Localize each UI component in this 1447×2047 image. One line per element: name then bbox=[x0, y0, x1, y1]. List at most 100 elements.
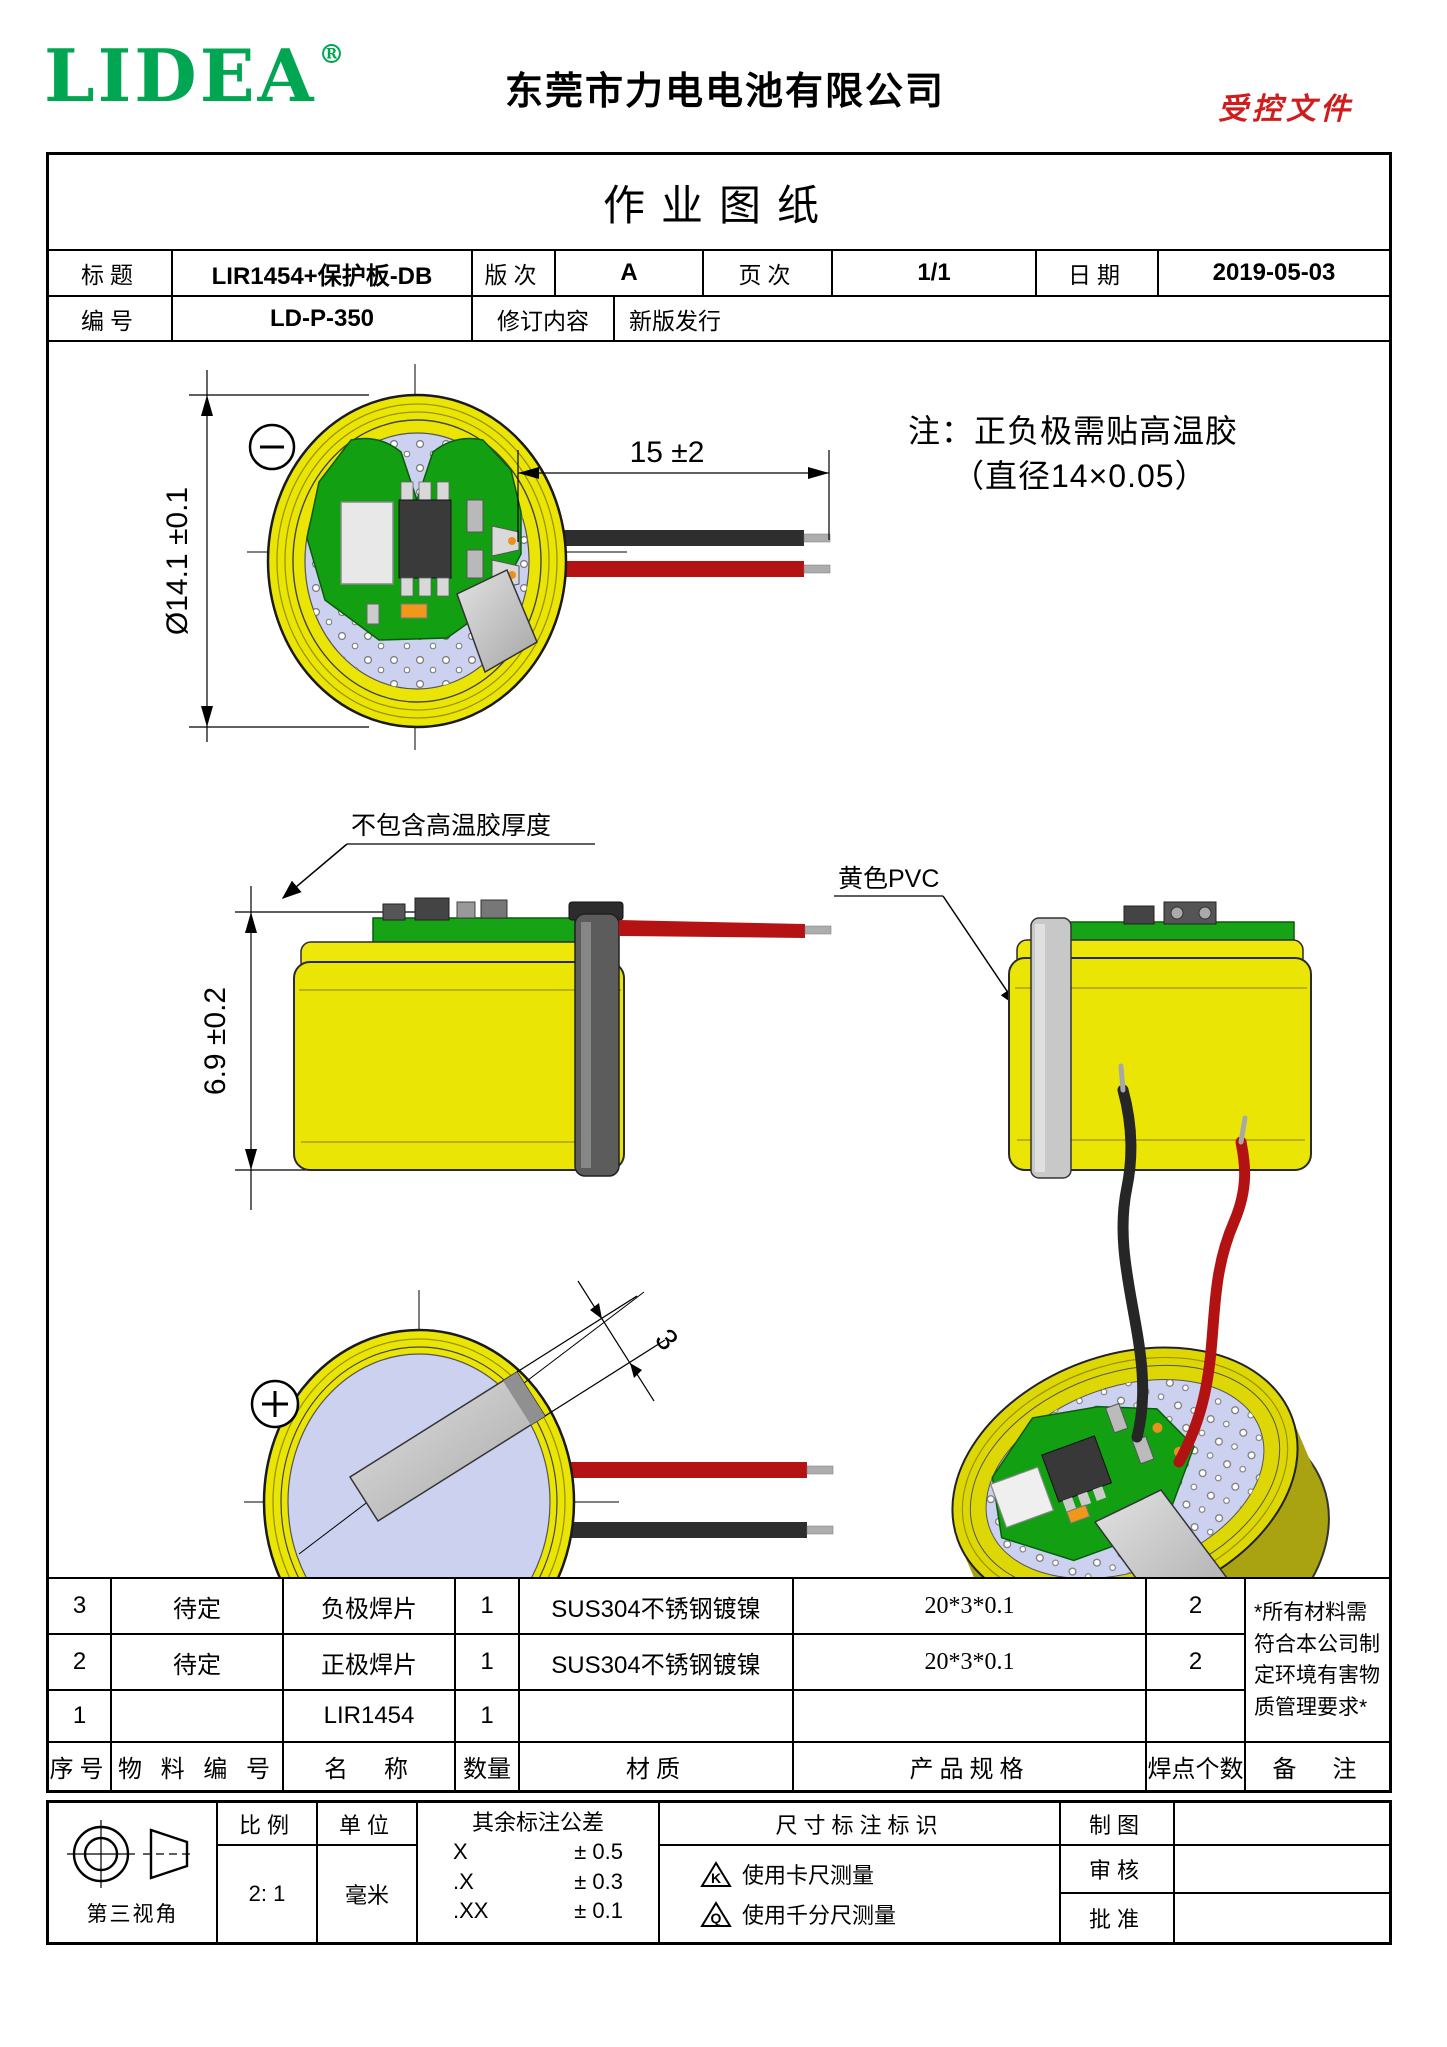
minus-polarity-icon bbox=[248, 423, 296, 471]
tolerance-key: .X bbox=[453, 1868, 474, 1894]
part-qty: 1 bbox=[456, 1579, 518, 1633]
title-label: 标题 bbox=[49, 251, 171, 295]
header-remark: 备 注 bbox=[1246, 1743, 1389, 1790]
technical-drawing-svg: Ø14.1 ±0.1 15 ±2 注：正负极需贴高温胶 （直径14×0.05） bbox=[161, 364, 1330, 1577]
part-material bbox=[520, 1691, 792, 1741]
remark-note: *所有材料需符合本公司制定环境有害物质管理要求* bbox=[1246, 1579, 1389, 1741]
projection-label: 第三视角 bbox=[86, 1902, 179, 1926]
registered-mark: ® bbox=[318, 40, 348, 70]
orange-component bbox=[400, 603, 428, 619]
approved-value bbox=[1175, 1894, 1389, 1942]
dim-mark-title: 尺寸标注标识 bbox=[660, 1803, 1059, 1844]
svg-text:K: K bbox=[711, 1870, 721, 1886]
company-name: 东莞市力电电池有限公司 bbox=[505, 68, 946, 113]
dim-mark-text: 使用卡尺测量 bbox=[742, 1863, 875, 1888]
title-value: LIR1454+保护板-DB bbox=[173, 251, 471, 295]
page-label: 页次 bbox=[704, 251, 831, 295]
red-wire bbox=[504, 561, 804, 577]
page-value: 1/1 bbox=[833, 251, 1035, 295]
revision-content-value: 新版发行 bbox=[615, 297, 1389, 340]
drawn-label: 制图 bbox=[1061, 1803, 1173, 1844]
height-dim-text: 6.9 ±0.2 bbox=[199, 987, 232, 1095]
dim-mark-micrometer: Q 使用千分尺测量 bbox=[700, 1898, 896, 1930]
header-material-no: 物 料 编 号 bbox=[112, 1743, 282, 1790]
part-qty: 1 bbox=[456, 1691, 518, 1741]
header-qty: 数量 bbox=[456, 1743, 518, 1790]
solder-pad-negative bbox=[491, 525, 520, 557]
doc-no-label: 编号 bbox=[49, 297, 171, 340]
part-name: LIR1454 bbox=[284, 1691, 454, 1741]
part-solder-points: 2 bbox=[1147, 1635, 1244, 1689]
leader-line bbox=[281, 843, 348, 899]
date-value: 2019-05-03 bbox=[1159, 251, 1389, 295]
drawn-value bbox=[1175, 1803, 1389, 1844]
leader-line bbox=[942, 895, 1018, 1008]
logo-text: LIDEA bbox=[44, 33, 317, 118]
red-wire-tip bbox=[804, 925, 832, 935]
top-view-drawing: Ø14.1 ±0.1 15 ±2 注：正负极需贴高温胶 （直径14×0.05） bbox=[161, 364, 1237, 750]
drawing-area: Ø14.1 ±0.1 15 ±2 注：正负极需贴高温胶 （直径14×0.05） bbox=[49, 342, 1389, 1577]
parts-table: 3 待定 负极焊片 1 SUS304不锈钢镀镍 20*3*0.1 2 *所有材料… bbox=[49, 1579, 1389, 1790]
diameter-dimension: Ø14.1 ±0.1 bbox=[161, 370, 369, 742]
triangle-K-icon: K bbox=[700, 1860, 732, 1887]
company-logo: LIDEA® bbox=[44, 40, 347, 112]
red-wire bbox=[529, 1462, 807, 1478]
part-seq: 1 bbox=[49, 1691, 110, 1741]
black-wire bbox=[529, 1522, 807, 1538]
red-wire bbox=[1173, 1136, 1251, 1468]
rev-value: A bbox=[556, 251, 702, 295]
header-name: 名 称 bbox=[284, 1743, 454, 1790]
wire-length-dimension: 15 ±2 bbox=[517, 436, 830, 542]
controlled-document-stamp: 受控文件 bbox=[1218, 92, 1354, 127]
part-spec: 20*3*0.1 bbox=[794, 1579, 1145, 1633]
tolerance-val: ± 0.1 bbox=[574, 1898, 623, 1924]
weld-tab bbox=[1093, 1489, 1228, 1577]
part-name: 负极焊片 bbox=[284, 1579, 454, 1633]
footer-block: 第三视角 比例 单位 2: 1 毫米 其余标注公差 X± 0.5 .X± 0.3… bbox=[46, 1800, 1392, 1945]
title-block-row-1: 标题 LIR1454+保护板-DB 版次 A 页次 1/1 日期 2019-05… bbox=[49, 251, 1389, 295]
revision-content-label: 修订内容 bbox=[473, 297, 613, 340]
part-seq: 3 bbox=[49, 1579, 110, 1633]
part-seq: 2 bbox=[49, 1635, 110, 1689]
battery-body bbox=[1008, 957, 1312, 1171]
dim-mark-text: 使用千分尺测量 bbox=[742, 1903, 897, 1928]
part-material: SUS304不锈钢镀镍 bbox=[520, 1635, 792, 1689]
protection-ic bbox=[398, 499, 452, 579]
plus-polarity-icon bbox=[250, 1379, 300, 1429]
red-wire-tip bbox=[803, 564, 831, 574]
header-solder-points: 焊点个数 bbox=[1147, 1743, 1244, 1790]
scale-value: 2: 1 bbox=[218, 1846, 316, 1942]
part-spec bbox=[794, 1691, 1145, 1741]
black-wire bbox=[504, 530, 804, 546]
side-view-right: 黄色PVC bbox=[834, 865, 1312, 1179]
part-solder-points bbox=[1147, 1691, 1244, 1741]
tolerance-title: 其余标注公差 bbox=[471, 1810, 604, 1835]
header-seq: 序号 bbox=[49, 1743, 110, 1790]
date-label: 日期 bbox=[1037, 251, 1157, 295]
red-wire bbox=[619, 920, 805, 938]
title-block-row-2: 编号 LD-P-350 修订内容 新版发行 bbox=[49, 297, 1389, 340]
wire-length-dim-text: 15 ±2 bbox=[630, 436, 705, 469]
side-view-left: 不包含高温胶厚度 6.9 ±0.2 bbox=[199, 812, 832, 1210]
part-material-no bbox=[112, 1691, 282, 1741]
part-material: SUS304不锈钢镀镍 bbox=[520, 1579, 792, 1633]
drawing-frame: 作业图纸 标题 LIR1454+保护板-DB 版次 A 页次 1/1 日期 20… bbox=[46, 152, 1392, 1793]
dim-mark-content: K 使用卡尺测量 Q 使用千分尺测量 bbox=[660, 1846, 1059, 1942]
black-wire-tip bbox=[803, 533, 831, 543]
third-angle-projection-icon bbox=[66, 1819, 195, 1888]
document-title: 作业图纸 bbox=[49, 155, 1389, 249]
tolerance-key: X bbox=[453, 1839, 468, 1864]
pvc-label: 黄色PVC bbox=[838, 865, 939, 893]
rev-label: 版次 bbox=[473, 251, 554, 295]
tolerance-val: ± 0.3 bbox=[574, 1868, 623, 1894]
no-tape-label: 不包含高温胶厚度 bbox=[351, 812, 551, 840]
scale-label: 比例 bbox=[218, 1803, 316, 1844]
svg-text:Q: Q bbox=[711, 1910, 722, 1926]
header-material: 材质 bbox=[520, 1743, 792, 1790]
header-spec: 产品规格 bbox=[794, 1743, 1145, 1790]
part-material-no: 待定 bbox=[112, 1579, 282, 1633]
bottom-view-drawing: 3 bbox=[244, 1280, 834, 1577]
isometric-view bbox=[951, 1063, 1330, 1577]
doc-no-value: LD-P-350 bbox=[173, 297, 471, 340]
